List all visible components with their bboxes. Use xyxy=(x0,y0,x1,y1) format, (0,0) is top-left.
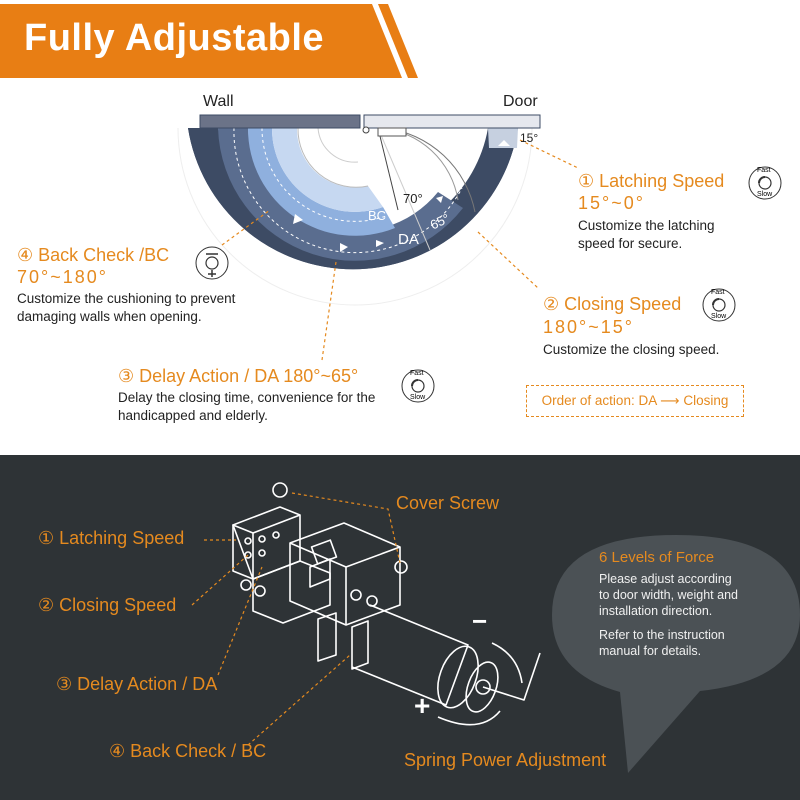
closing-speed-desc: Customize the closing speed. xyxy=(543,342,720,357)
closing-speed-screw-label: ② Closing Speed xyxy=(38,595,177,615)
cover-screw-label: Cover Screw xyxy=(396,493,500,513)
spring-power-label: Spring Power Adjustment xyxy=(404,750,607,770)
force-levels-line-2: to door width, weight and xyxy=(599,588,738,602)
back-check-dial-icon xyxy=(195,246,229,280)
door-closer-drawing xyxy=(191,482,800,773)
back-check-screw-label: ④ Back Check / BC xyxy=(109,741,267,761)
closing-speed-dial-icon: Fast Slow xyxy=(702,288,736,322)
force-levels-line-4: Refer to the instruction xyxy=(599,628,725,642)
force-levels-line-1: Please adjust according xyxy=(599,572,732,586)
force-levels-title: 6 Levels of Force xyxy=(599,549,715,566)
door-angle-diagram xyxy=(177,114,579,361)
plus-sign: + xyxy=(414,690,431,721)
page-title: Fully Adjustable xyxy=(24,17,325,59)
force-levels-line-5: manual for details. xyxy=(599,644,702,658)
delay-action-dial-icon: Fast Slow xyxy=(401,369,435,403)
delay-action-title: ③ Delay Action / DA 180°~65° xyxy=(118,366,359,386)
latching-speed-range: 15°~0° xyxy=(578,193,645,213)
back-check-range: 70°~180° xyxy=(17,267,108,287)
order-of-action-note: Order of action: DA ⟶ Closing xyxy=(526,385,744,417)
back-check-desc: Customize the cushioning to prevent xyxy=(17,291,236,306)
delay-action-desc: Delay the closing time, convenience for … xyxy=(118,390,376,405)
back-check-zone xyxy=(247,128,395,236)
zone-bc-label: BC xyxy=(368,208,387,223)
delay-action-desc-2: handicapped and elderly. xyxy=(118,408,268,423)
angle-15-label: 15° xyxy=(520,131,539,145)
back-check-title: ④ Back Check /BC xyxy=(17,245,170,265)
latching-speed-title: ① Latching Speed xyxy=(578,171,725,191)
closing-speed-range: 180°~15° xyxy=(543,317,634,337)
header-banner xyxy=(0,4,418,78)
force-levels-line-3: installation direction. xyxy=(599,604,713,618)
back-check-desc-2: damaging walls when opening. xyxy=(17,309,202,324)
door-label: Door xyxy=(503,93,538,110)
latching-speed-desc: Customize the latching xyxy=(578,218,715,233)
latching-speed-dial-icon: Fast Slow xyxy=(748,166,782,200)
zone-da-label: DA xyxy=(398,231,419,248)
delay-action-zone xyxy=(218,128,463,261)
wall-label: Wall xyxy=(203,93,234,110)
closing-speed-title: ② Closing Speed xyxy=(543,294,682,314)
latching-speed-screw-label: ① Latching Speed xyxy=(38,528,185,548)
angle-70-label: 70° xyxy=(403,191,423,206)
latching-speed-desc-2: speed for secure. xyxy=(578,236,683,251)
delay-action-screw-label: ③ Delay Action / DA xyxy=(56,674,218,694)
minus-sign: − xyxy=(472,606,488,636)
